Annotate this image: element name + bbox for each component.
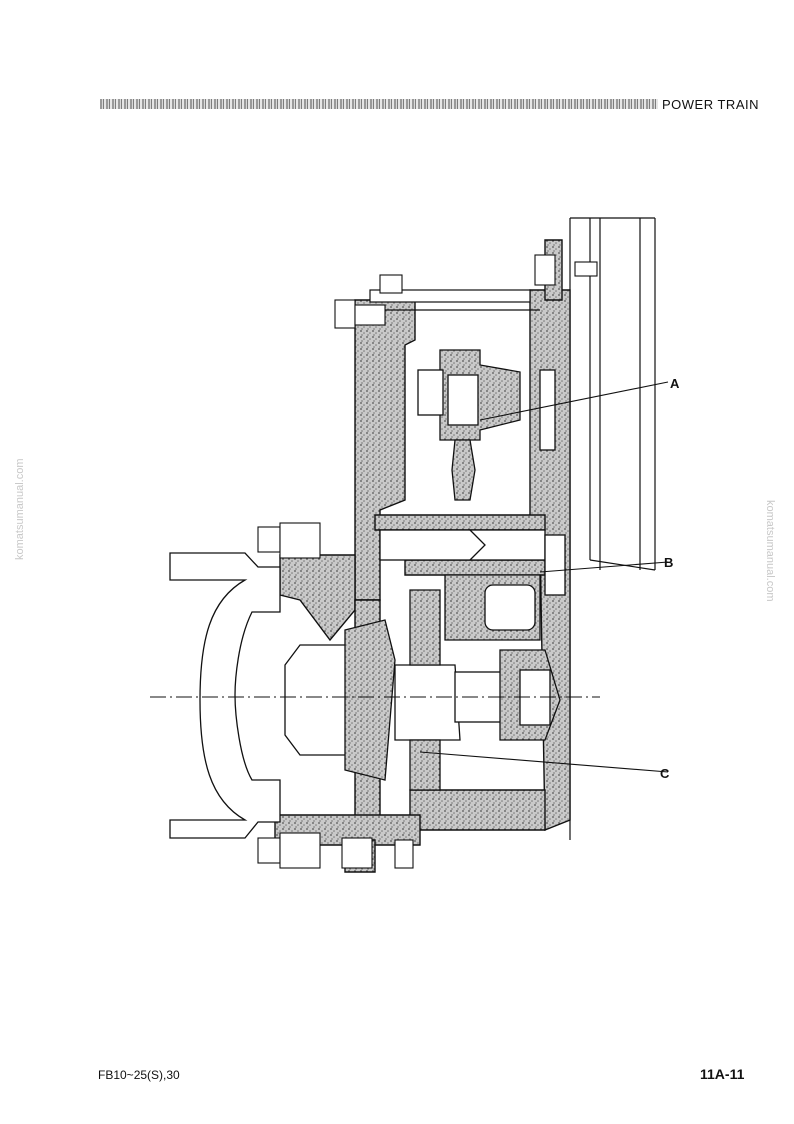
- bolt-fasteners: [257, 254, 598, 869]
- callout-c: C: [660, 766, 670, 781]
- page-number: 11A-11: [700, 1066, 745, 1082]
- callout-a: A: [670, 376, 680, 391]
- header-rule: [100, 99, 658, 109]
- mounting-plate: [569, 217, 656, 840]
- footer-model: FB10~25(S),30: [98, 1068, 180, 1082]
- callout-leaders: [419, 381, 669, 773]
- top-cover: [369, 289, 540, 311]
- gear-c: [169, 552, 561, 839]
- callout-b: B: [664, 555, 673, 570]
- gear-b: [379, 529, 566, 641]
- gear-a: [417, 349, 556, 501]
- section-title: POWER TRAIN: [662, 97, 759, 112]
